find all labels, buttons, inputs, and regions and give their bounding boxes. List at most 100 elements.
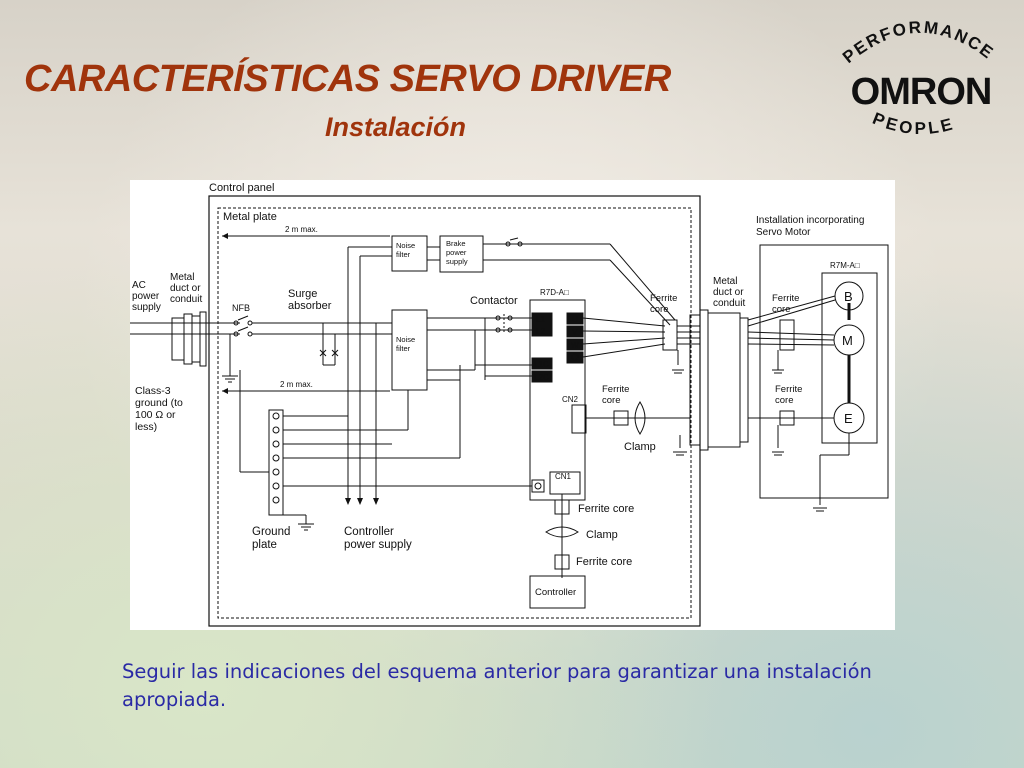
svg-text:Class-3: Class-3 [135,385,171,397]
driver-terminals-left: L1 L2 L1C L2C [531,312,553,383]
svg-text:less): less) [135,421,157,433]
svg-text:AC: AC [132,280,146,291]
svg-text:U: U [572,315,578,324]
svg-text:M: M [842,333,853,348]
svg-text:power: power [132,291,160,302]
conduit-right [689,309,749,451]
svg-text:power: power [446,248,467,257]
brake-power-supply [439,235,484,273]
svg-text:Metal: Metal [170,272,194,283]
brake-relay [505,237,523,247]
svg-text:W: W [571,341,579,350]
control-panel-label: Control panel [209,182,274,194]
svg-text:Ground: Ground [252,526,290,538]
logo-top-arc: PERFORMANCE [839,18,998,67]
svg-text:core: core [602,395,620,406]
svg-text:L2: L2 [536,327,545,336]
svg-text:core: core [772,304,790,315]
svg-text:filter: filter [396,344,411,353]
ground-symbol-plate [298,523,314,531]
svg-text:100 Ω or: 100 Ω or [135,409,176,421]
svg-text:duct or: duct or [170,283,201,294]
omron-logo: PERFORMANCE OMRON PEOPLE [839,18,998,138]
motor-installation-box [759,244,889,499]
ac-supply-label: AC power supply [132,280,161,313]
metal-plate-frame [217,207,692,619]
dist-top-label: 2 m max. [285,225,318,234]
svg-text:Noise: Noise [396,335,415,344]
svg-text:Metal: Metal [713,276,737,287]
svg-text:Ferrite: Ferrite [772,293,799,304]
ferrite-core-cn1-b [554,554,570,570]
svg-text:supply: supply [446,257,468,266]
svg-text:E: E [844,411,853,426]
svg-text:Surge: Surge [288,288,317,300]
svg-text:absorber: absorber [288,300,332,312]
svg-text:supply: supply [132,302,161,313]
metal-duct-left-label: Metal duct or conduit [170,272,202,305]
svg-text:Installation incorporating: Installation incorporating [756,215,864,226]
svg-text:V: V [572,328,578,337]
contactor [495,314,513,334]
svg-text:L1: L1 [536,315,545,324]
ground-symbol-output [672,369,684,374]
dist-bottom-label: 2 m max. [280,380,313,389]
slide-subtitle: Instalación [325,112,467,142]
logo-brand: OMRON [851,71,992,113]
surge-absorber-label: Surge absorber [288,288,332,312]
contactor-label: Contactor [470,295,518,307]
svg-text:R7M-A□: R7M-A□ [830,261,860,270]
noise-filter-mid [391,309,428,391]
conduit-left [171,311,207,367]
svg-text:conduit: conduit [713,298,745,309]
svg-text:CN2: CN2 [562,395,579,404]
svg-text:conduit: conduit [170,294,202,305]
svg-text:Clamp: Clamp [624,441,656,453]
ferrite-core-cn2 [613,410,629,426]
svg-text:L1C: L1C [534,360,549,369]
svg-text:Clamp: Clamp [586,529,618,541]
svg-text:L2C: L2C [534,373,549,382]
ferrite-core-cn1-a [554,499,570,515]
connector-cn1 [549,471,581,495]
class3-ground-label: Class-3 ground (to 100 Ω or less) [135,385,183,433]
svg-text:Ferrite core: Ferrite core [578,503,634,515]
svg-text:duct or: duct or [713,287,744,298]
svg-text:plate: plate [252,539,277,551]
clamp-cn1 [545,526,579,538]
clamp-cn2 [634,401,646,435]
ground-plate-label: Ground plate [252,526,290,551]
svg-text:B: B [844,289,853,304]
motor-power-lines [582,317,666,358]
ferrite-core-motor-top [779,319,795,351]
metal-plate-label: Metal plate [223,211,277,223]
svg-text:Controller: Controller [535,587,576,598]
logo-bottom-arc: PEOPLE [870,109,957,138]
svg-text:Ferrite: Ferrite [775,384,802,395]
svg-text:filter: filter [396,250,411,259]
driver-terminals-right: U V W [566,312,584,364]
svg-text:CN1: CN1 [555,472,572,481]
installation-label: Installation incorporating Servo Motor [756,215,864,238]
controller-supply-label: Controller power supply [344,526,412,551]
ground-symbol-cn2 [673,451,687,456]
svg-text:core: core [775,395,793,406]
noise-filter-top [391,235,428,272]
ferrite-core-motor-bottom [779,410,795,426]
svg-text:Ferrite: Ferrite [650,293,677,304]
ground-plate [268,409,284,516]
surge-absorber [319,323,339,366]
controller-box [529,575,586,609]
svg-text:Servo Motor: Servo Motor [756,227,811,238]
nfb-breaker [233,315,392,337]
svg-text:Ferrite: Ferrite [602,384,629,395]
slide-title: CARACTERÍSTICAS SERVO DRIVER [24,58,671,100]
nfb-label: NFB [232,303,250,313]
connector-cn2 [571,404,587,434]
svg-text:ground (to: ground (to [135,397,183,409]
ground-symbol-class3 [222,375,238,383]
svg-text:power supply: power supply [344,539,412,551]
svg-text:Noise: Noise [396,241,415,250]
driver-model-label: R7D-A□ [540,288,569,297]
ground-plate-terminals [272,412,280,504]
